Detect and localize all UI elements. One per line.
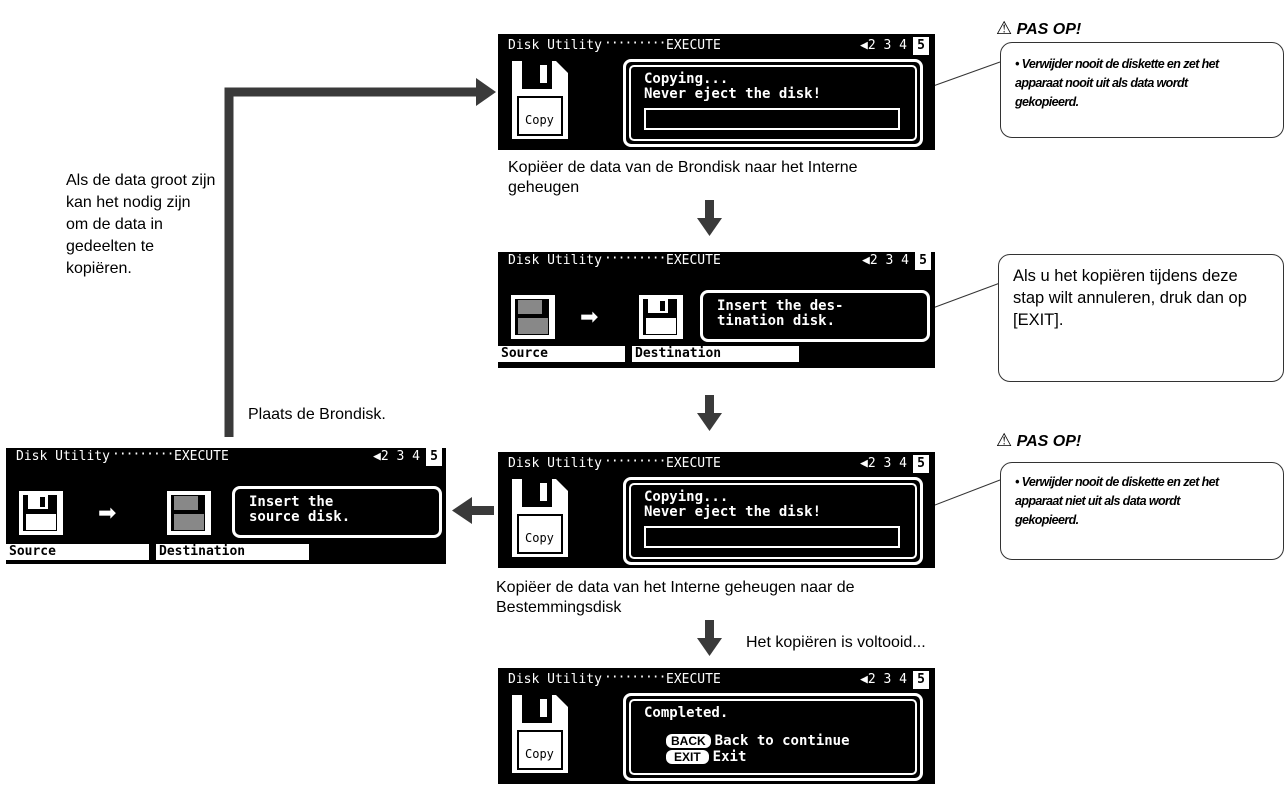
label-destination: Destination bbox=[632, 346, 799, 362]
loop-connector bbox=[224, 87, 478, 437]
progress-bar bbox=[644, 526, 900, 548]
message-box: Insert the des- tination disk. bbox=[700, 290, 930, 342]
caption-done: Het kopiëren is voltooid... bbox=[746, 634, 926, 651]
caption-insert-source: Plaats de Brondisk. bbox=[248, 406, 386, 423]
lcd-screen-copying-2: Disk Utility ········· EXECUTE ◀2 3 4 5 … bbox=[498, 452, 935, 568]
warning-1-title: PAS OP! bbox=[1016, 21, 1082, 38]
caption-step2: Kopiëer de data van het Interne geheugen… bbox=[496, 579, 855, 616]
arrow-right-icon: ➡ bbox=[98, 500, 117, 525]
exit-key: EXIT bbox=[666, 750, 709, 764]
lcd-title-bar: Disk Utility ········· EXECUTE ◀2 3 4 5 bbox=[504, 454, 929, 473]
down-arrow-2 bbox=[697, 395, 722, 431]
warning-2-text: Verwijder nooit de diskette en zet het a… bbox=[1015, 475, 1219, 527]
callout-leader-3 bbox=[921, 479, 1001, 511]
lcd-screen-insert-destination: Disk Utility ········· EXECUTE ◀2 3 4 5 … bbox=[498, 251, 935, 368]
label-source: Source bbox=[498, 346, 625, 362]
warning-icon: ⚠ bbox=[996, 18, 1013, 38]
lcd-disk-labels: Source Destination bbox=[6, 544, 446, 560]
copy-icon-label: Copy bbox=[525, 113, 554, 127]
caption-split: Als de data groot zijn kan het nodig zij… bbox=[66, 172, 216, 277]
warning-icon: ⚠ bbox=[996, 430, 1013, 450]
floppy-source-icon bbox=[19, 491, 63, 535]
cancel-note-callout: Als u het kopiëren tijdens deze stap wil… bbox=[998, 254, 1284, 382]
floppy-copy-icon bbox=[512, 479, 568, 557]
warning-2-title: PAS OP! bbox=[1016, 433, 1082, 450]
lcd-page-indicator: ◀2 3 4 bbox=[860, 38, 907, 53]
lcd-mode: EXECUTE bbox=[666, 38, 721, 53]
down-arrow-1 bbox=[697, 200, 722, 236]
loop-arrowhead bbox=[476, 78, 496, 106]
floppy-copy-icon bbox=[512, 61, 568, 139]
lcd-title: Disk Utility bbox=[508, 38, 602, 53]
caption-step1: Kopiëer de data van de Brondisk naar het… bbox=[508, 159, 858, 196]
floppy-destination-icon bbox=[167, 491, 211, 535]
lcd-disk-labels: Source Destination bbox=[498, 346, 935, 362]
back-key: BACK bbox=[666, 734, 711, 748]
exit-text: Exit bbox=[712, 749, 747, 765]
floppy-source-icon bbox=[511, 295, 555, 339]
message-box: Insert the source disk. bbox=[232, 486, 442, 538]
message-line-2: Never eject the disk! bbox=[644, 86, 822, 102]
warning-1-text: Verwijder nooit de diskette en zet het a… bbox=[1015, 57, 1219, 109]
cancel-note-text: Als u het kopiëren tijdens deze stap wil… bbox=[1013, 267, 1247, 329]
lcd-screen-completed: Disk Utility ········· EXECUTE ◀2 3 4 5 … bbox=[498, 668, 935, 784]
warning-2-header: ⚠ PAS OP! bbox=[996, 430, 1081, 451]
lcd-screen-copying-1: Disk Utility ········· EXECUTE ◀2 3 4 5 … bbox=[498, 34, 935, 150]
back-text: Back to continue bbox=[714, 733, 850, 749]
down-arrow-3 bbox=[697, 620, 722, 656]
warning-1-header: ⚠ PAS OP! bbox=[996, 18, 1081, 39]
warning-2-callout: • Verwijder nooit de diskette en zet het… bbox=[1000, 462, 1284, 560]
floppy-destination-icon bbox=[639, 295, 683, 339]
lcd-title-bar: Disk Utility ········· EXECUTE ◀2 3 4 5 bbox=[504, 36, 929, 55]
arrow-right-icon: ➡ bbox=[580, 304, 599, 329]
lcd-title-bar: Disk Utility ········· EXECUTE ◀2 3 4 5 bbox=[504, 670, 929, 689]
lcd-title-bar: Disk Utility ········· EXECUTE ◀2 3 4 5 bbox=[6, 447, 446, 468]
warning-1-callout: • Verwijder nooit de diskette en zet het… bbox=[1000, 42, 1284, 138]
message-box: Copying... Never eject the disk! bbox=[623, 59, 923, 147]
floppy-copy-icon bbox=[512, 695, 568, 773]
lcd-title-bar: Disk Utility ········· EXECUTE ◀2 3 4 5 bbox=[498, 251, 935, 272]
completed-line: Completed. bbox=[644, 705, 729, 721]
progress-bar bbox=[644, 108, 900, 130]
callout-leader-1 bbox=[921, 61, 1001, 91]
left-arrow bbox=[452, 497, 494, 524]
callout-leader-2 bbox=[929, 282, 1001, 310]
lcd-current-page: 5 bbox=[913, 37, 929, 55]
message-line-1: Copying... bbox=[644, 71, 729, 87]
message-box: Copying... Never eject the disk! bbox=[623, 477, 923, 565]
lcd-screen-insert-source: Disk Utility ········· EXECUTE ◀2 3 4 5 … bbox=[6, 447, 446, 564]
